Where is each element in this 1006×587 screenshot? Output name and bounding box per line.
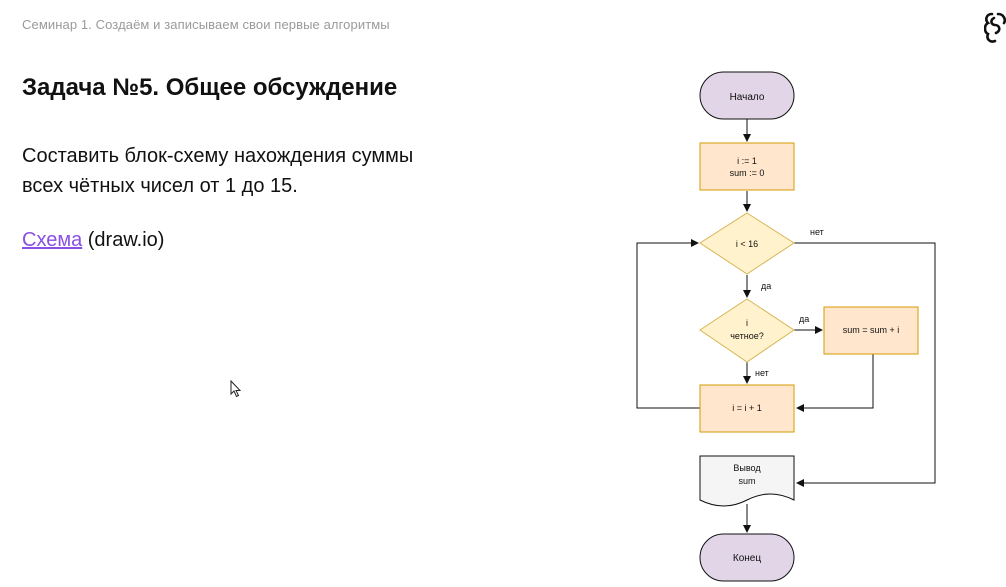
connector-add-increment xyxy=(796,354,874,412)
output-label-line-1: Вывод xyxy=(733,463,761,473)
start-label: Начало xyxy=(730,92,765,103)
init-process xyxy=(699,142,795,191)
mouse-cursor-icon xyxy=(230,380,242,398)
start-terminal xyxy=(699,71,795,120)
output-label-line-2: sum xyxy=(738,476,755,486)
init-label-line-1: i := 1 xyxy=(737,156,757,166)
add-sum-process xyxy=(823,306,919,355)
page-title: Задача №5. Общее обсуждение xyxy=(22,74,398,101)
description-line-1: Составить блок-схему нахождения суммы xyxy=(22,145,414,167)
connector-loop-back xyxy=(636,239,700,409)
output-document xyxy=(699,455,795,507)
end-terminal xyxy=(699,533,795,582)
scheme-link-suffix: (draw.io) xyxy=(82,229,165,251)
even-condition-label-line-2: четное? xyxy=(730,331,764,341)
edge-label-even-yes: да xyxy=(799,314,809,324)
increment-process xyxy=(699,384,795,433)
edge-label-loop-no: нет xyxy=(810,227,824,237)
flowchart: Начало i := 1 sum := 0 i < 16 i четное? … xyxy=(636,71,936,582)
breadcrumb: Семинар 1. Создаём и записываем свои пер… xyxy=(22,17,390,32)
scheme-link-line: Схема (draw.io) xyxy=(22,229,164,252)
edge-label-even-no: нет xyxy=(755,368,769,378)
increment-label: i = i + 1 xyxy=(732,403,762,413)
task-description: Составить блок-схему нахождения суммы вс… xyxy=(22,141,462,201)
description-line-2: всех чётных чисел от 1 до 15. xyxy=(22,175,298,197)
end-label: Конец xyxy=(733,553,761,564)
connector-loop-exit xyxy=(794,242,936,487)
even-condition-decision xyxy=(699,298,795,363)
loop-condition-decision xyxy=(699,212,795,275)
loop-condition-label: i < 16 xyxy=(736,239,758,249)
brain-logo-icon xyxy=(984,12,1006,43)
even-condition-label-line-1: i xyxy=(746,318,748,328)
edge-label-loop-yes: да xyxy=(761,281,771,291)
init-label-line-2: sum := 0 xyxy=(730,168,765,178)
add-sum-label: sum = sum + i xyxy=(843,325,900,335)
scheme-link[interactable]: Схема xyxy=(22,229,83,251)
